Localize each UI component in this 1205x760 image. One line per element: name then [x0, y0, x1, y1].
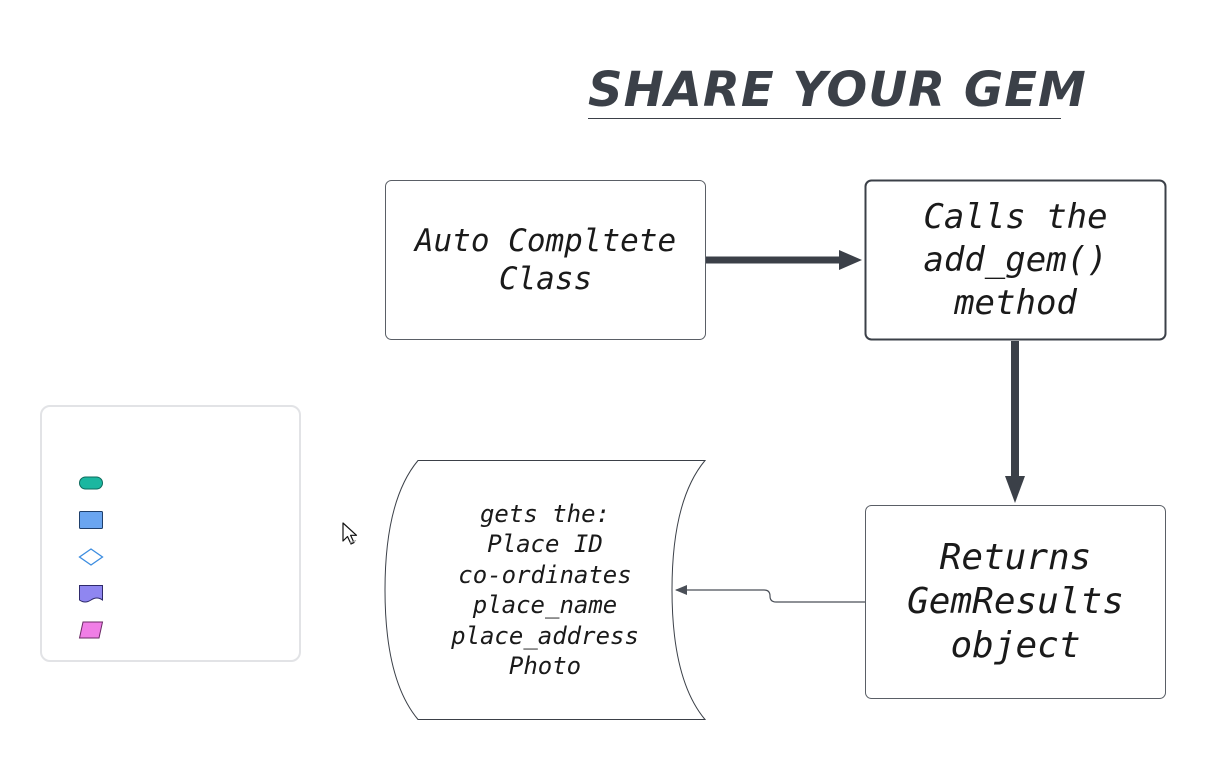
autocomplete-class-box[interactable] — [385, 180, 706, 340]
stored-data-label: gets the: Place ID co-ordinates place_na… — [400, 462, 690, 718]
data-line-6: Photo — [508, 652, 582, 680]
legend-decision-icon — [78, 548, 104, 566]
returns-gemresults-box[interactable] — [865, 505, 1166, 699]
autocomplete-line-1: Auto Compltete — [414, 223, 677, 259]
legend-terminator-icon — [79, 476, 103, 490]
data-line-5: place_address — [451, 621, 639, 650]
stored-data-shape[interactable] — [384, 460, 707, 720]
autocomplete-class-label: Auto Compltete Class — [386, 181, 705, 339]
arrow-autocomplete-to-calls[interactable] — [706, 250, 862, 270]
autocomplete-line-2: Class — [498, 261, 593, 297]
calls-line-1: Calls the — [923, 196, 1108, 237]
returns-line-1: Returns — [939, 537, 1092, 578]
calls-line-3: method — [954, 282, 1077, 323]
data-line-4: place_name — [472, 591, 618, 619]
legend-panel[interactable] — [40, 405, 301, 662]
returns-gemresults-label: Returns GemResults object — [866, 506, 1165, 698]
data-line-2: Place ID — [487, 530, 603, 558]
diagram-title: SHARE YOUR GEM — [588, 62, 1087, 119]
calls-add-gem-label: Calls the add_gem() method — [866, 181, 1165, 339]
data-line-1: gets the: — [479, 499, 611, 528]
arrow-calls-to-returns[interactable] — [1005, 341, 1025, 503]
legend-process-icon — [79, 511, 103, 529]
returns-line-2: GemResults — [907, 581, 1124, 622]
calls-line-2: add_gem() — [923, 239, 1108, 280]
legend-data-icon — [78, 621, 104, 639]
mouse-pointer-icon — [342, 522, 358, 545]
arrow-returns-to-data[interactable] — [675, 585, 865, 603]
calls-add-gem-box[interactable] — [864, 179, 1167, 341]
data-line-3: co-ordinates — [458, 560, 632, 589]
legend-document-icon — [79, 585, 103, 603]
returns-line-3: object — [950, 625, 1081, 666]
